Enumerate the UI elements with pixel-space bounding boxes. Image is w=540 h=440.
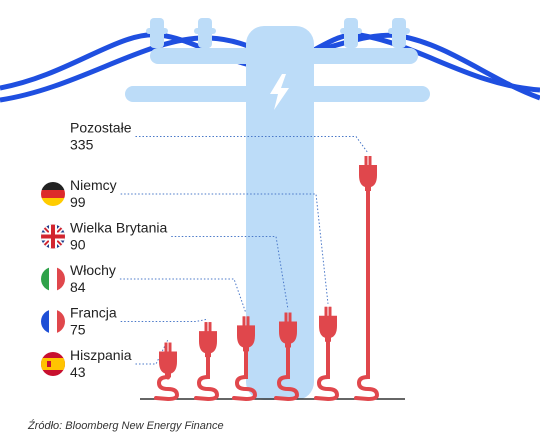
leader-line [120, 318, 209, 322]
plug-head [359, 156, 377, 191]
value-label: 75 [70, 322, 86, 338]
value-label: 335 [70, 137, 94, 153]
source-note: Źródło: Bloomberg New Energy Finance [28, 420, 224, 432]
category-label: Włochy [70, 262, 116, 278]
plug-cord [232, 349, 258, 402]
country-flags [41, 182, 65, 376]
plug-cord [314, 339, 340, 402]
leader-line [119, 278, 247, 314]
value-labels: 43 75 84 90 99 335 [70, 137, 94, 381]
plug-heads [159, 156, 377, 378]
uk-flag-icon [41, 224, 65, 249]
leader-line [135, 339, 169, 365]
power-pole-illustration [0, 18, 540, 400]
germany-flag-icon [41, 182, 65, 206]
insulator [194, 18, 216, 48]
category-labels: Hiszpania Francja Włochy Wielka Brytania… [70, 120, 167, 364]
insulator [340, 18, 362, 48]
plug-cord [274, 345, 300, 402]
value-label: 43 [70, 364, 86, 380]
category-label: Hiszpania [70, 347, 132, 363]
pole-body [246, 26, 314, 400]
plug-head [319, 306, 337, 342]
italy-flag-icon [41, 267, 65, 291]
plug-head [199, 322, 217, 358]
value-label: 84 [70, 279, 86, 295]
category-label: Niemcy [70, 177, 117, 193]
leader-lines [119, 136, 369, 365]
category-label: Pozostałe [70, 120, 132, 136]
lightning-bolt-icon [270, 74, 289, 110]
plug-head [159, 342, 177, 378]
value-label: 99 [70, 194, 86, 210]
value-label: 90 [70, 237, 86, 253]
pole-crossarm [150, 48, 418, 64]
category-label: Wielka Brytania [70, 220, 167, 236]
leader-line [135, 136, 369, 154]
plug-cord [354, 189, 380, 402]
plug-cord [154, 374, 180, 402]
france-flag-icon [41, 309, 65, 334]
spain-flag-icon [41, 352, 65, 376]
plug-cords [154, 189, 380, 402]
insulator [388, 18, 410, 48]
plug-head [279, 312, 297, 348]
plug-cord [194, 355, 220, 402]
leader-line [171, 236, 289, 310]
category-label: Francja [70, 305, 117, 321]
plug-head [237, 316, 255, 352]
insulator [146, 18, 168, 48]
